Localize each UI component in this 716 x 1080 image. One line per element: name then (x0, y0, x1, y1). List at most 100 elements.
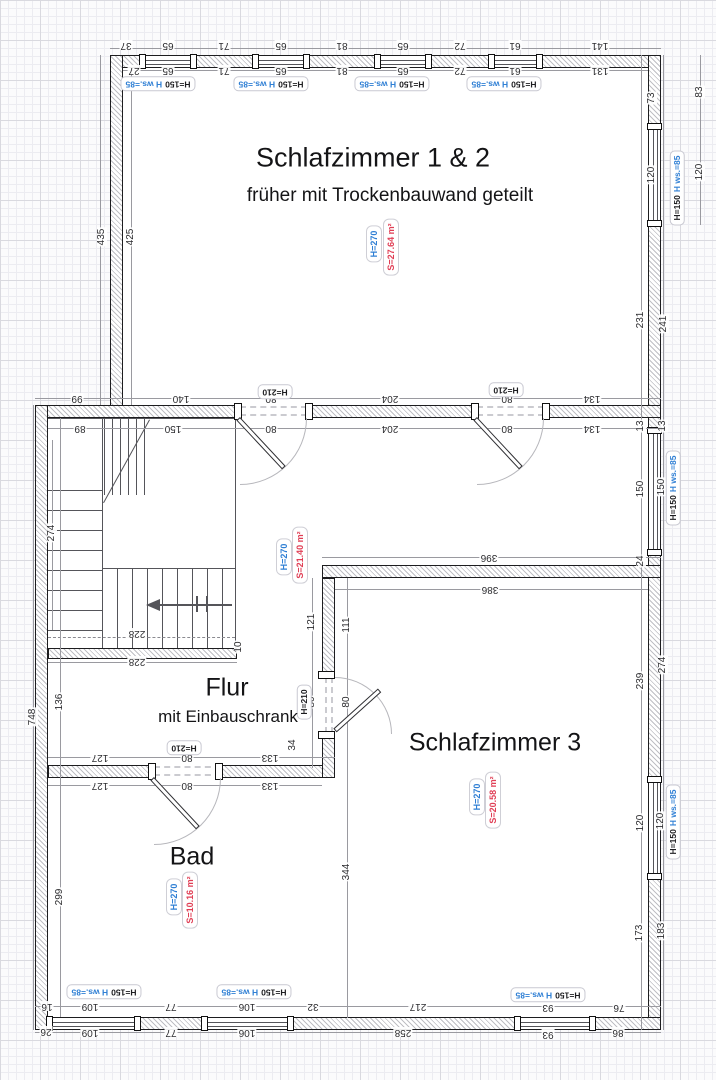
stair-treads-lower (102, 568, 235, 649)
stair-direction-arrow (158, 604, 232, 606)
dimension-line (60, 418, 61, 1017)
dimension-label: 150 (635, 479, 646, 499)
dimension-label: 93 (541, 1002, 555, 1013)
dimension-label: 141 (590, 40, 610, 51)
room-subtitle-schlafzimmer-1-2: früher mit Trockenbauwand geteilt (246, 185, 534, 206)
dimension-line (123, 70, 648, 71)
dimension-label: 73 (646, 91, 657, 105)
dimension-label: 71 (217, 40, 231, 51)
door-opening-dash (154, 774, 221, 776)
room-height-tag: H=270 (166, 878, 182, 916)
stair-arrow-head (146, 599, 160, 611)
dimension-label: 120 (635, 813, 646, 833)
dimension-label: 61 (508, 65, 522, 76)
dimension-label: 231 (635, 310, 646, 330)
dimension-label: 133 (260, 752, 280, 763)
dimension-label: 127 (90, 752, 110, 763)
window-height-label: H=150H ws.=85 (233, 76, 309, 92)
window (201, 1016, 294, 1031)
room-title-schlafzimmer-3: Schlafzimmer 3 (408, 728, 582, 757)
dimension-line (663, 55, 664, 1030)
dimension-label: 120 (646, 165, 657, 185)
wall-segment (322, 565, 661, 578)
dimension-label: 71 (217, 65, 231, 76)
dimension-label: 83 (694, 85, 705, 99)
window-height-label: H=150H ws.=85 (120, 76, 196, 92)
dimension-label: 72 (453, 40, 467, 51)
room-title-schlafzimmer-1-2: Schlafzimmer 1 & 2 (255, 142, 491, 173)
dimension-label: 435 (96, 227, 107, 247)
stair-treads-landing (48, 490, 102, 632)
dimension-label: 65 (396, 65, 410, 76)
dimension-label: 80 (264, 423, 278, 434)
dimension-label: 131 (590, 65, 610, 76)
dimension-label: 80 (341, 695, 352, 709)
dimension-label: 748 (27, 707, 38, 727)
dimension-label: 183 (656, 921, 667, 941)
window-height-label: H=150H ws.=85 (466, 76, 542, 92)
dimension-label: 65 (274, 65, 288, 76)
dimension-label: 61 (508, 40, 522, 51)
dimension-label: 109 (80, 1001, 100, 1012)
dimension-label: 65 (161, 65, 175, 76)
dimension-label: 173 (634, 923, 645, 943)
door-height-label: H=210 (296, 684, 312, 720)
wall-segment (110, 55, 123, 418)
dimension-label: 86 (611, 1027, 625, 1038)
door-opening-dash (240, 406, 307, 408)
wall-segment (35, 405, 240, 418)
door-jamb (305, 403, 313, 420)
door-jamb (318, 671, 335, 679)
dimension-label: 204 (380, 393, 400, 404)
dimension-label: 228 (127, 628, 147, 639)
dimension-label: 136 (54, 692, 65, 712)
dimension-line (312, 578, 313, 768)
window-height-label: H=150H ws.=85 (665, 450, 681, 526)
dimension-label: 32 (306, 1001, 320, 1012)
door-height-label: H=210 (257, 384, 293, 400)
wall-segment (322, 578, 335, 677)
door-opening-dash (331, 677, 333, 733)
wall-segment (544, 405, 661, 418)
dimension-label: 274 (657, 655, 668, 675)
window-height-label: H=150H ws.=85 (66, 984, 142, 1000)
dimension-label: 89 (73, 423, 87, 434)
door-height-label: H=210 (488, 382, 524, 398)
window (514, 1016, 596, 1031)
dimension-label: 140 (171, 393, 191, 404)
dimension-label: 37 (119, 40, 133, 51)
door-jamb (318, 731, 335, 739)
dimension-label: 13 (657, 419, 668, 433)
window-height-label: H=150H ws.=85 (669, 150, 685, 226)
window-height-label: H=150H ws.=85 (665, 784, 681, 860)
door-height-label: H=210 (166, 740, 202, 756)
dimension-line (110, 48, 661, 49)
dimension-line (35, 1032, 661, 1033)
window (139, 54, 197, 69)
dimension-label: 396 (479, 552, 499, 563)
dimension-label: 425 (125, 227, 136, 247)
dimension-label: 27 (127, 65, 141, 76)
dimension-label: 127 (90, 780, 110, 791)
door-opening-dash (240, 414, 307, 416)
room-height-tag: H=270 (276, 538, 292, 576)
dimension-label: 81 (335, 40, 349, 51)
dimension-label: 109 (80, 1027, 100, 1038)
door-opening-dash (477, 414, 544, 416)
window (647, 427, 662, 556)
dimension-label: 77 (164, 1001, 178, 1012)
door-opening-dash (477, 406, 544, 408)
dimension-label: 120 (694, 162, 705, 182)
wall-segment (322, 733, 335, 778)
dimension-line (48, 428, 661, 429)
wall-segment (221, 765, 335, 778)
wall-segment (648, 878, 661, 1030)
dimension-label: 93 (541, 1029, 555, 1040)
dimension-label: 65 (396, 40, 410, 51)
window-height-label: H=150H ws.=85 (216, 984, 292, 1000)
dimension-label: 134 (582, 393, 602, 404)
dimension-label: 120 (655, 811, 666, 831)
dimension-label: 76 (612, 1002, 626, 1013)
dimension-label: 65 (274, 40, 288, 51)
